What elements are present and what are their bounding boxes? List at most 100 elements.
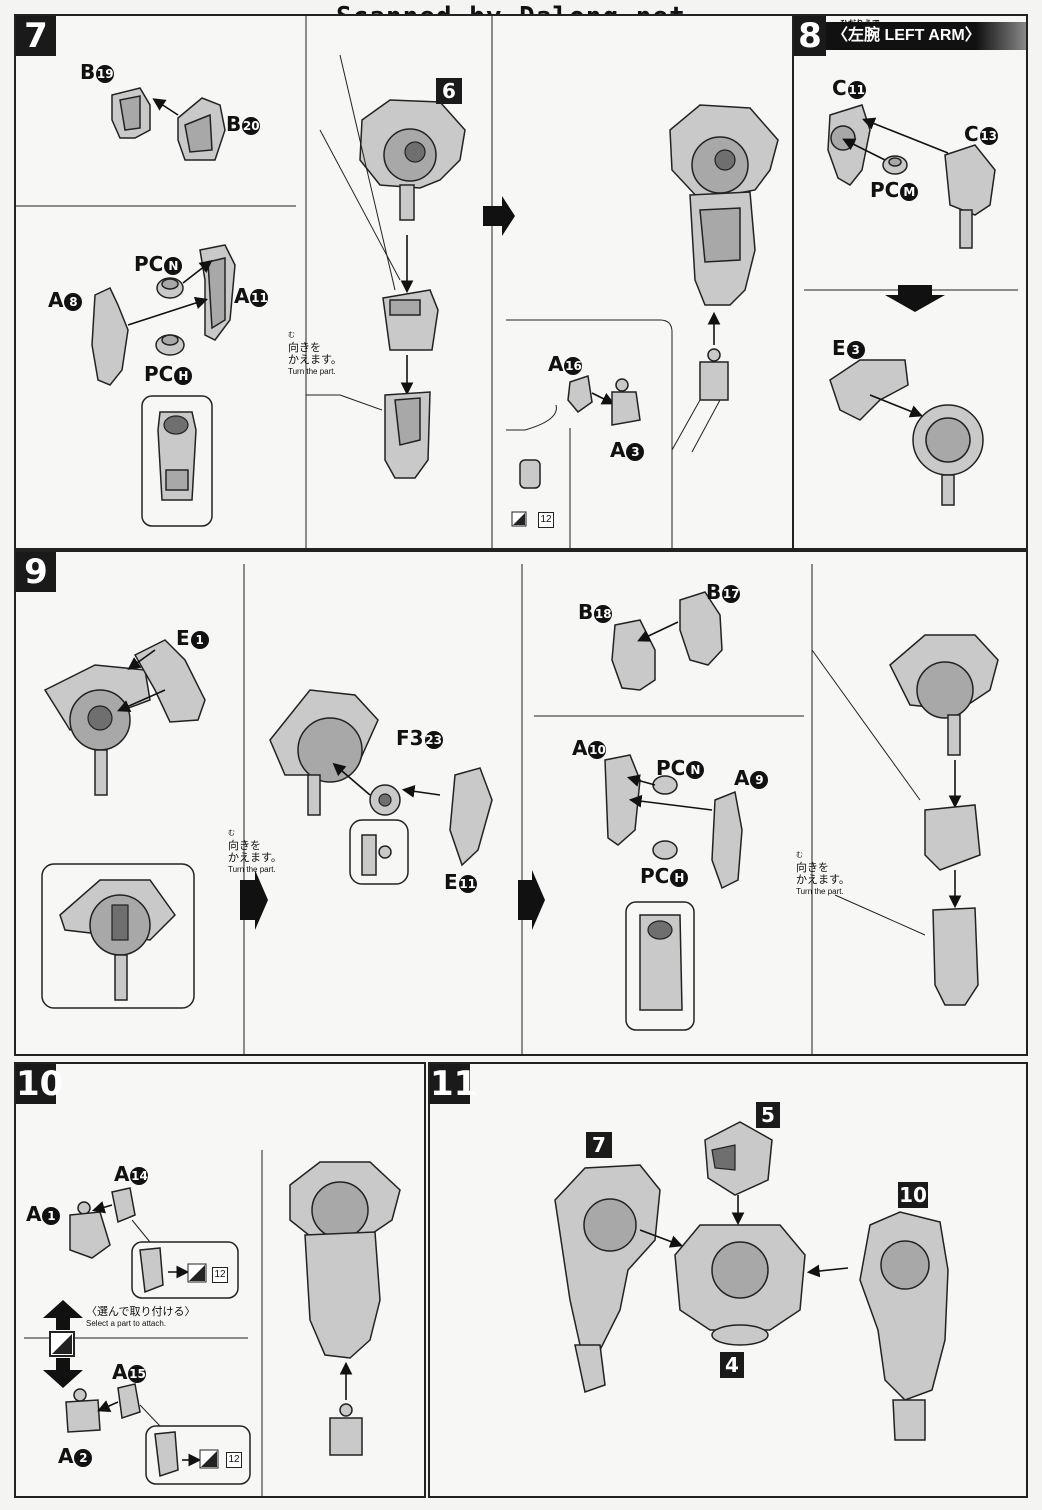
select-note: 〈選んで取り付ける〉 Select a part to attach.: [86, 1306, 195, 1330]
ref-step-10: 10: [898, 1182, 928, 1208]
divider: [506, 319, 673, 548]
ref-step-4: 4: [720, 1352, 744, 1378]
select-note-jp: 〈選んで取り付ける〉: [86, 1306, 196, 1318]
down-arrow: [885, 285, 945, 312]
part-a3-illustration: [611, 378, 641, 426]
turn-note-9b: む 向きを かえます。 Turn the part.: [796, 850, 850, 898]
part-a8-illustration: [91, 287, 129, 386]
step-7-number: 7: [16, 16, 56, 56]
head-part: [704, 1121, 773, 1196]
ref-step-5: 5: [756, 1102, 780, 1128]
part-b20-illustration: [177, 97, 226, 161]
part-pch-illustration: [155, 334, 185, 356]
turn-note-en: Turn the part.: [288, 367, 336, 376]
step-9-number: 9: [16, 552, 56, 592]
assembled-arm: [669, 104, 779, 306]
left-arm-title: ひだりうで 〈左腕 LEFT ARM〉: [826, 19, 1026, 50]
part-b18-illustration: [611, 619, 656, 691]
left-arm-ruby: ひだりうで: [840, 19, 880, 28]
turn-note-en: Turn the part.: [228, 865, 276, 874]
turn-note-jp2: かえます。: [288, 354, 342, 366]
part-c13-illustration: [944, 144, 996, 249]
part-a1-hand: [69, 1201, 111, 1259]
ref-step-6: 6: [436, 78, 462, 104]
arm-right-11: [859, 1211, 949, 1441]
arm-assembled-10: [289, 1161, 401, 1359]
shoulder-assembly-top: [359, 99, 466, 221]
turn-note-jp1: 向きを: [288, 342, 321, 354]
step-11-number: 11: [430, 1064, 478, 1104]
turn-note-jp2: かえます。: [228, 852, 282, 864]
arm-left-11: [554, 1164, 661, 1393]
part-a2-hand: [65, 1388, 101, 1433]
part-pcm-illustration: [882, 155, 908, 175]
part-a11-illustration: [199, 244, 236, 341]
part-a15-illustration: [117, 1383, 141, 1419]
part-f3-illustration: [369, 784, 401, 816]
turn-note-ruby: む: [228, 830, 235, 837]
part-e11-illustration: [449, 767, 493, 867]
forearm-part: [384, 391, 431, 479]
turn-note-jp2: かえます。: [796, 874, 850, 886]
upper-arm-part: [382, 289, 439, 351]
part-pch2-illustration: [652, 840, 678, 860]
torso-part: [674, 1224, 806, 1346]
turn-note-9a: む 向きを かえます。 Turn the part.: [228, 828, 282, 876]
next-arrow: [483, 196, 515, 236]
next-arrow: [240, 870, 268, 930]
turn-note-en: Turn the part.: [796, 887, 844, 896]
shoulder-joint-ball: [912, 404, 984, 506]
ref-box-12b: 12: [212, 1267, 228, 1283]
select-note-en: Select a part to attach.: [86, 1319, 167, 1328]
part-a14-illustration: [111, 1187, 136, 1224]
turn-note-ruby: む: [288, 332, 295, 339]
ref-step-7: 7: [586, 1132, 612, 1158]
hand-joint-10: [329, 1403, 363, 1456]
shoulder-rotating-part: [269, 689, 379, 816]
step-8-panel: [792, 14, 1028, 550]
part-a9-illustration: [711, 790, 743, 890]
step-8-number: 8: [794, 16, 826, 56]
part-a16-illustration: [567, 375, 593, 414]
up-arrow: [43, 1300, 83, 1330]
part-e3-illustration: [829, 359, 909, 421]
hand-joint-part: [699, 348, 729, 401]
next-arrow: [518, 870, 545, 930]
part-b17-illustration: [679, 591, 723, 666]
part-b19-illustration: [111, 87, 151, 139]
turn-note-7: む 向きを かえます。 Turn the part.: [288, 330, 342, 378]
ref-box-12c: 12: [226, 1452, 242, 1468]
step-10-number: 10: [16, 1064, 64, 1104]
part-pcn-illustration: [156, 277, 184, 299]
turn-note-jp1: 向きを: [228, 840, 261, 852]
turn-note-ruby: む: [796, 852, 803, 859]
down-arrow: [43, 1358, 83, 1388]
ref-box-12: 12: [538, 512, 554, 528]
left-arm-title-text: 〈左腕 LEFT ARM〉: [832, 27, 981, 44]
